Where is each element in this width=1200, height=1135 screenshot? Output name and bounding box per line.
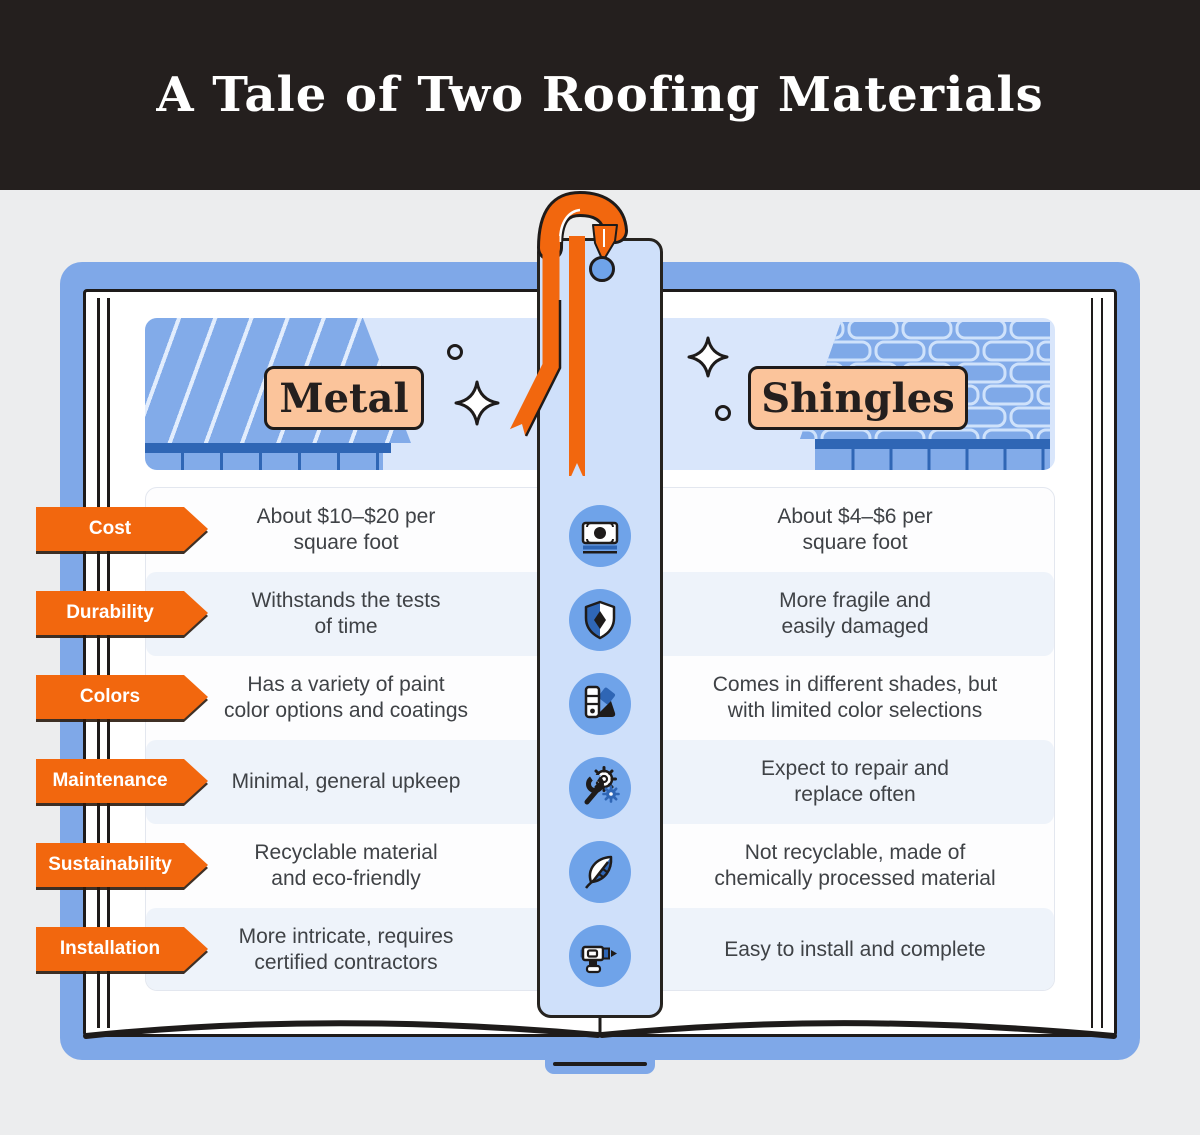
metal-cell: Recyclable material and eco-friendly [254, 840, 438, 890]
page-edge-line [1100, 298, 1103, 1028]
spine-dash [553, 1062, 647, 1066]
row-label-durability: Durability [36, 591, 208, 635]
row-label-cost: Cost [36, 507, 208, 551]
metal-badge: Metal [264, 366, 424, 430]
paint-swatches-icon [569, 673, 631, 735]
table-row: Recyclable material and eco-friendly Not… [146, 824, 1054, 908]
page-edge-line [1090, 298, 1093, 1028]
leaf-icon [569, 841, 631, 903]
metal-roof-fascia [145, 443, 391, 453]
table-row: About $10–$20 per square foot About $4–$… [146, 488, 1054, 572]
shingles-cell: About $4–$6 per square foot [777, 504, 933, 554]
table-row: Has a variety of paint color options and… [146, 656, 1054, 740]
shingles-cell: Not recyclable, made of chemically proce… [714, 840, 996, 890]
money-icon [569, 505, 631, 567]
drill-icon [569, 925, 631, 987]
metal-cell: More intricate, requires certified contr… [238, 924, 454, 974]
tools-icon [569, 757, 631, 819]
metal-cell: Withstands the tests of time [251, 588, 441, 638]
row-label-maintenance: Maintenance [36, 759, 208, 803]
shingles-cell: Expect to repair and replace often [761, 756, 949, 806]
metal-cell: Has a variety of paint color options and… [224, 672, 468, 722]
metal-cell: About $10–$20 per square foot [256, 504, 436, 554]
row-label-installation: Installation [36, 927, 208, 971]
shingles-cell: Comes in different shades, but with limi… [712, 672, 998, 722]
shingles-cell: More fragile and easily damaged [779, 588, 931, 638]
shingles-badge: Shingles [748, 366, 968, 430]
page-title: A Tale of Two Roofing Materials [156, 67, 1044, 123]
page-edge-line [107, 298, 110, 1028]
row-label-sustainability: Sustainability [36, 843, 208, 887]
row-label-colors: Colors [36, 675, 208, 719]
header: A Tale of Two Roofing Materials [0, 0, 1200, 190]
metal-cell: Minimal, general upkeep [231, 769, 461, 793]
page-edge-line [97, 298, 100, 1028]
shield-icon [569, 589, 631, 651]
shingles-cell: Easy to install and complete [724, 937, 986, 961]
metal-roof-gutter [145, 453, 383, 470]
